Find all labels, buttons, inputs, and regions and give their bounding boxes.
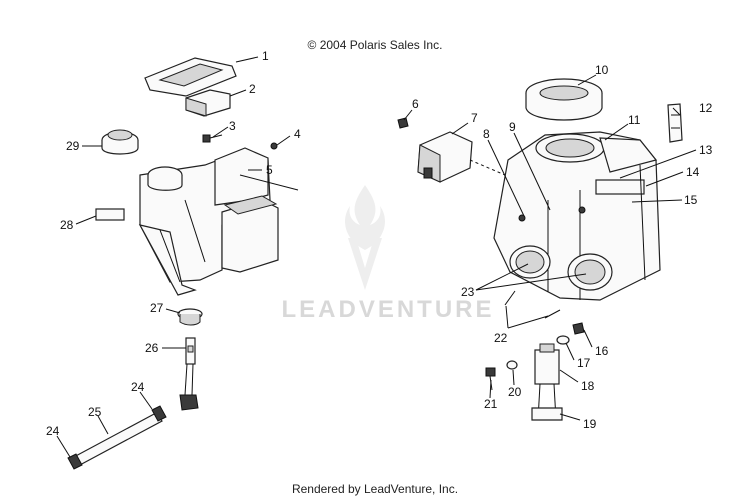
callout-15: 15 [684,193,698,207]
callout-7: 7 [471,111,478,125]
part-filler-cap [101,129,139,155]
callout-21: 21 [484,397,498,411]
callout-25: 25 [88,405,102,419]
part-bolt [202,134,223,143]
part-screw [397,117,409,129]
callout-23: 23 [461,285,475,299]
part-clamp-assembly [531,343,563,421]
callout-19: 19 [583,417,597,431]
part-washer-17 [556,335,570,345]
part-module [417,131,473,183]
footer-credit: Rendered by LeadVenture, Inc. [291,482,459,496]
part-rivet-b [544,309,561,319]
callout-27: 27 [150,301,164,315]
part-washer-20 [506,360,518,370]
callout-24-lower: 24 [46,424,60,438]
part-grommet [177,308,203,326]
part-level-sensor [179,337,199,411]
part-clamp-upper [151,405,167,422]
callout-6: 6 [412,97,419,111]
callout-2: 2 [249,82,256,96]
callout-10: 10 [595,63,609,77]
reference-dashed-line [469,159,506,176]
leader-lines [56,56,697,458]
callout-12: 12 [699,101,713,115]
callout-20: 20 [508,385,522,399]
callout-24-upper: 24 [131,380,145,394]
part-foam-ring [525,78,603,121]
part-foam-block [185,89,231,117]
callout-22: 22 [494,331,508,345]
callout-13: 13 [699,143,713,157]
callout-11: 11 [628,113,641,127]
part-oil-tank [95,147,279,296]
part-cover [144,57,237,97]
callout-17: 17 [577,356,591,370]
callout-5: 5 [266,163,273,177]
part-nut [270,142,278,150]
part-hose [67,405,167,470]
callout-16: 16 [595,344,609,358]
callout-18: 18 [581,379,595,393]
part-rivet-a [504,290,516,306]
callout-29: 29 [66,139,80,153]
part-airbox [493,131,661,301]
callout-1: 1 [262,49,269,63]
callout-numbers: 1 2 3 4 5 6 7 8 9 10 11 12 13 14 15 16 1… [46,49,713,438]
part-washer-16 [572,322,585,335]
callout-9: 9 [509,120,516,134]
part-label-decal [95,208,125,221]
callout-4: 4 [294,127,301,141]
part-clamp-lower [67,453,83,470]
callout-14: 14 [686,165,700,179]
callout-8: 8 [483,127,490,141]
callout-28: 28 [60,218,74,232]
callout-26: 26 [145,341,159,355]
watermark-logo [345,185,385,290]
watermark-text: LEADVENTURE [281,296,495,323]
callout-3: 3 [229,119,236,133]
copyright-text: © 2004 Polaris Sales Inc. [307,38,443,52]
